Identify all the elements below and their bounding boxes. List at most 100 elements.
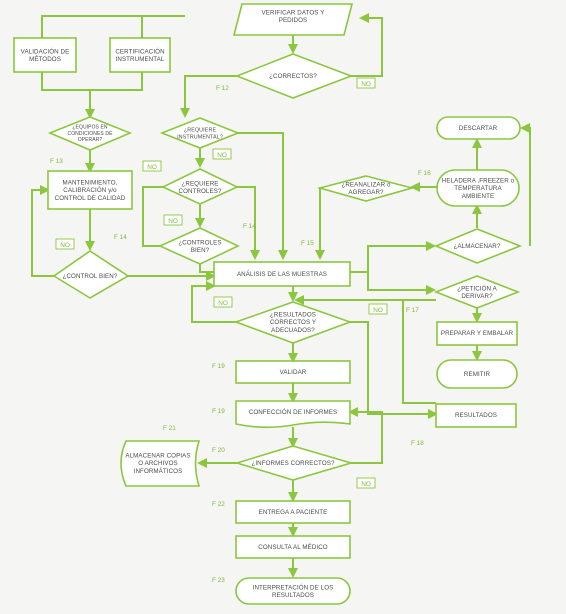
svg-text:NO: NO (373, 307, 383, 314)
certificacion-line-1: INSTRUMENTAL (116, 56, 165, 63)
almacenar_copias-line-0: ALMACENAR COPIAS (125, 452, 190, 459)
validacion-line-0: VALIDACIÓN DE (21, 48, 70, 55)
svg-text:NO: NO (218, 300, 228, 307)
descartar-node: DESCARTAR (436, 116, 521, 140)
preparar-text: PREPARAR Y EMBALAR (441, 330, 514, 337)
no-label-mantenimiento: NO (142, 160, 162, 172)
informes-correctos-text: ¿INFORMES CORRECTOS? (251, 460, 334, 467)
controles_bien-line-0: ¿CONTROLES (178, 239, 221, 246)
consulta-text: CONSULTA AL MÉDICO (258, 544, 328, 551)
edge-validacion-equipos (41, 72, 95, 119)
confeccion-line-0: CONFECCIÓN DE INFORMES (249, 409, 337, 416)
edge-analisis-peticion (367, 272, 436, 295)
informes-correctos-node: ¿INFORMES CORRECTOS? (234, 445, 354, 481)
almacenar-node: ¿ALMACENAR? (433, 228, 523, 264)
edge-informes-no-loop (348, 407, 383, 464)
f23-label: F 23 (212, 577, 225, 584)
preparar-node: PREPARAR Y EMBALAR (436, 321, 518, 346)
edge-correctos-requiere (180, 75, 237, 118)
entrega-text: ENTREGA A PACIENTE (259, 509, 328, 516)
controles_bien-line-1: BIEN? (191, 247, 210, 254)
almacenar-line-0: ¿ALMACENAR? (454, 243, 501, 250)
entrega-line-0: ENTREGA A PACIENTE (259, 509, 328, 516)
descartar-text: DESCARTAR (459, 125, 498, 132)
edge-correctos-no-loop (351, 13, 383, 77)
heladera-line-2: AMBIENTE (462, 193, 494, 200)
confeccion-text: CONFECCIÓN DE INFORMES (249, 409, 337, 416)
f22-label: F 22 (212, 501, 225, 508)
f19-label-a: F 19 (212, 363, 225, 370)
validar-line-0: VALIDAR (280, 369, 307, 376)
f21-label: F 21 (163, 425, 176, 432)
entrega-node: ENTREGA A PACIENTE (235, 500, 351, 524)
svg-text:NO: NO (361, 481, 371, 488)
control_bien-line-0: ¿CONTROL BIEN? (63, 273, 118, 280)
peticion-line-0: ¿PETICIÓN A (457, 285, 497, 292)
f19-label-b: F 19 (212, 408, 225, 415)
edge-controles-analisis (199, 264, 214, 273)
verificar-line-1: PEDIDOS (279, 17, 308, 24)
remitir-node: REMITIR (436, 359, 518, 389)
descartar-line-0: DESCARTAR (459, 125, 498, 132)
no-label-correctos: NO (356, 77, 376, 89)
almacenar-text: ¿ALMACENAR? (454, 243, 501, 250)
requiere_ctrl-line-1: CONTROLES? (179, 188, 222, 195)
interpretacion-line-1: RESULTADOS (272, 592, 314, 599)
no-label-requiere-instrumental: NO (212, 148, 232, 160)
edge-peticion-resultados (402, 299, 436, 404)
f16-label: F 16 (418, 170, 431, 177)
edges (31, 13, 531, 578)
almacenar_copias-line-2: INFORMÁTICOS (134, 468, 183, 475)
resultados_ok-line-2: ADECUADOS? (271, 327, 315, 334)
no-label-control-bien: NO (55, 238, 75, 250)
reanalizar-line-1: AGREGAR? (348, 189, 384, 196)
no-label-resultados-right: NO (368, 303, 388, 315)
edge-analisis-almacenar (350, 241, 436, 273)
edge-res-no-loop (191, 281, 236, 323)
svg-text:NO: NO (217, 152, 227, 159)
certificacion-line-0: CERTIFICACIÓN (115, 48, 164, 55)
equipos-line-0: ¿EQUIPOS EN (72, 125, 108, 131)
verificar-line-0: VERIFICAR DATOS Y (262, 9, 325, 16)
edge-reqctrl-analisis (237, 186, 260, 260)
remitir-line-0: REMITIR (464, 371, 491, 378)
mantenimiento-line-0: MANTENIMIENTO, (63, 179, 118, 186)
validacion-line-1: MÉTODOS (29, 56, 61, 63)
equipos-line-2: OPERAR? (78, 137, 103, 143)
correctos-line-0: ¿CORRECTOS? (269, 73, 317, 80)
analisis-line-0: ANÁLISIS DE LAS MUESTRAS (237, 271, 327, 278)
reanalizar-line-0: ¿REANALIZAR o (341, 181, 391, 188)
f14-label-b: F 14 (114, 234, 127, 241)
analisis-text: ANÁLISIS DE LAS MUESTRAS (237, 271, 327, 278)
f18-label: F 18 (411, 440, 424, 447)
no-label-resultados-left: NO (213, 296, 233, 308)
f20-label: F 20 (212, 447, 225, 454)
interpretacion-line-0: INTERPRETACIÓN DE LOS (253, 584, 334, 591)
peticion-line-1: DERIVAR? (461, 293, 493, 300)
requiere_ctrl-line-0: ¿REQUIERE (182, 180, 219, 187)
edge-control-loop (31, 185, 54, 277)
resultados_ok-line-1: CORRECTOS Y (270, 319, 316, 326)
edge-res-yes (350, 321, 438, 419)
mantenimiento-line-1: CALIBRACIÓN y/o (63, 187, 117, 194)
no-labels: NO NO NO NO NO NO NO NO (55, 77, 388, 489)
